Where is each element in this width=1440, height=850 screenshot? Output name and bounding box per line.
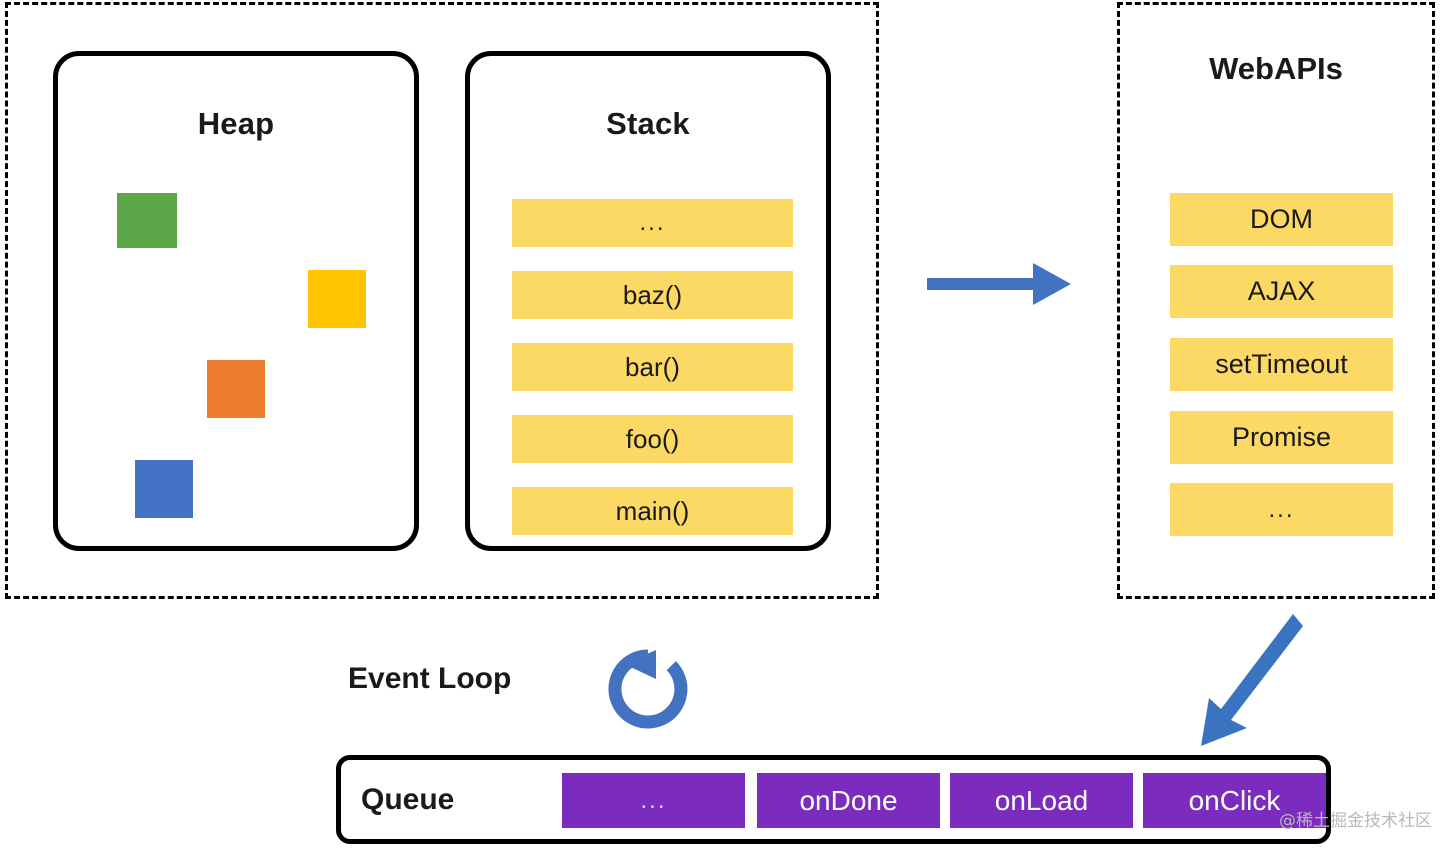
heap-container: Heap — [53, 51, 419, 551]
queue-item: onClick — [1143, 773, 1326, 828]
heap-block-orange — [207, 360, 265, 418]
webapi-item: AJAX — [1170, 265, 1393, 318]
stack-frame: ... — [512, 199, 793, 247]
heap-block-blue — [135, 460, 193, 518]
event-loop-label: Event Loop — [348, 662, 512, 695]
js-runtime-container: Heap Stack ... baz() bar() foo() main() — [5, 2, 879, 599]
stack-frame: baz() — [512, 271, 793, 319]
queue-label: Queue — [361, 782, 455, 816]
heap-block-green — [117, 193, 177, 248]
stack-frame: bar() — [512, 343, 793, 391]
heap-block-yellow — [308, 270, 366, 328]
webapi-item: DOM — [1170, 193, 1393, 246]
queue-item: onDone — [757, 773, 940, 828]
webapi-item: setTimeout — [1170, 338, 1393, 391]
webapi-item: ... — [1170, 483, 1393, 536]
heap-title: Heap — [197, 106, 275, 141]
stack-frame: main() — [512, 487, 793, 535]
circular-arrow-icon — [608, 649, 688, 729]
queue-item: ... — [562, 773, 745, 828]
webapis-title: WebAPIs — [1209, 51, 1343, 86]
stack-container: Stack ... baz() bar() foo() main() — [465, 51, 831, 551]
queue-item: onLoad — [950, 773, 1133, 828]
arrow-diagonal-down-left-icon — [1201, 614, 1303, 746]
stack-frame: foo() — [512, 415, 793, 463]
arrow-right-icon — [927, 263, 1071, 305]
stack-title: Stack — [606, 106, 690, 141]
webapi-item: Promise — [1170, 411, 1393, 464]
watermark-text: @稀土掘金技术社区 — [1279, 811, 1432, 831]
